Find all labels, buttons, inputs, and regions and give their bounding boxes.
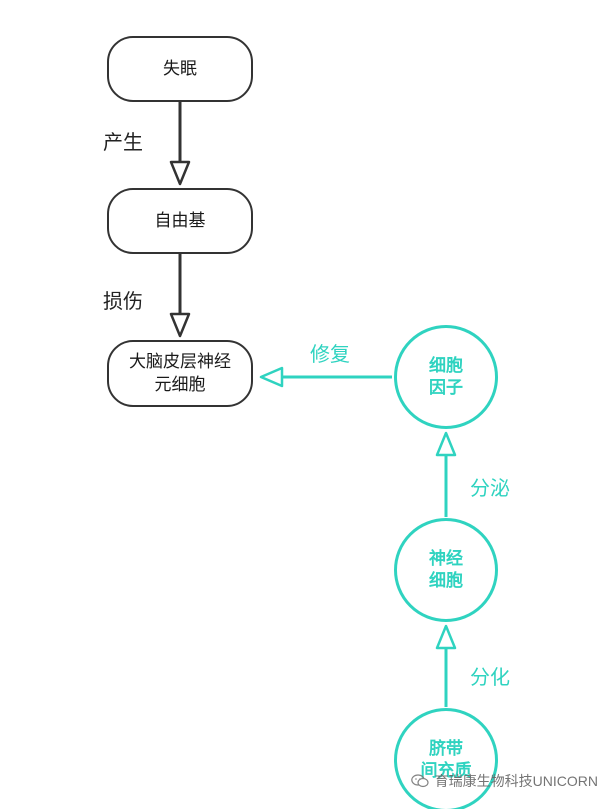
node-nerve-cell-label: 神经 细胞 — [429, 549, 463, 591]
arrow-cytokine-to-neuron — [259, 366, 392, 388]
arrow-nervecell-to-cytokine — [435, 431, 457, 517]
node-cytokine-label: 细胞 因子 — [429, 356, 463, 398]
edge-label-repair: 修复 — [310, 342, 350, 366]
arrow-mesenchyme-to-nervecell — [435, 624, 457, 707]
arrow-radical-to-neuron — [169, 254, 191, 338]
watermark-text: 育瑞康生物科技UNICORN — [434, 773, 598, 789]
edge-label-damage: 损伤 — [103, 289, 143, 313]
node-cortex-neuron: 大脑皮层神经 元细胞 — [107, 340, 253, 407]
wechat-icon — [410, 774, 429, 788]
arrow-insomnia-to-radical — [169, 102, 191, 186]
node-cytokine: 细胞 因子 — [394, 325, 498, 429]
node-umbilical-mesenchyme-label: 脐带 间充质 — [420, 739, 472, 781]
node-umbilical-mesenchyme: 脐带 间充质 — [394, 708, 498, 809]
node-nerve-cell: 神经 细胞 — [394, 518, 498, 622]
node-free-radical: 自由基 — [107, 188, 253, 254]
edge-label-secrete: 分泌 — [470, 476, 510, 500]
node-free-radical-label: 自由基 — [154, 210, 206, 231]
watermark: 育瑞康生物科技UNICORN — [410, 771, 598, 791]
node-cortex-neuron-label: 大脑皮层神经 元细胞 — [129, 351, 231, 395]
edge-label-produce: 产生 — [103, 130, 143, 154]
node-insomnia: 失眠 — [107, 36, 253, 102]
edge-label-differentiate: 分化 — [470, 665, 510, 689]
node-insomnia-label: 失眠 — [163, 58, 197, 79]
